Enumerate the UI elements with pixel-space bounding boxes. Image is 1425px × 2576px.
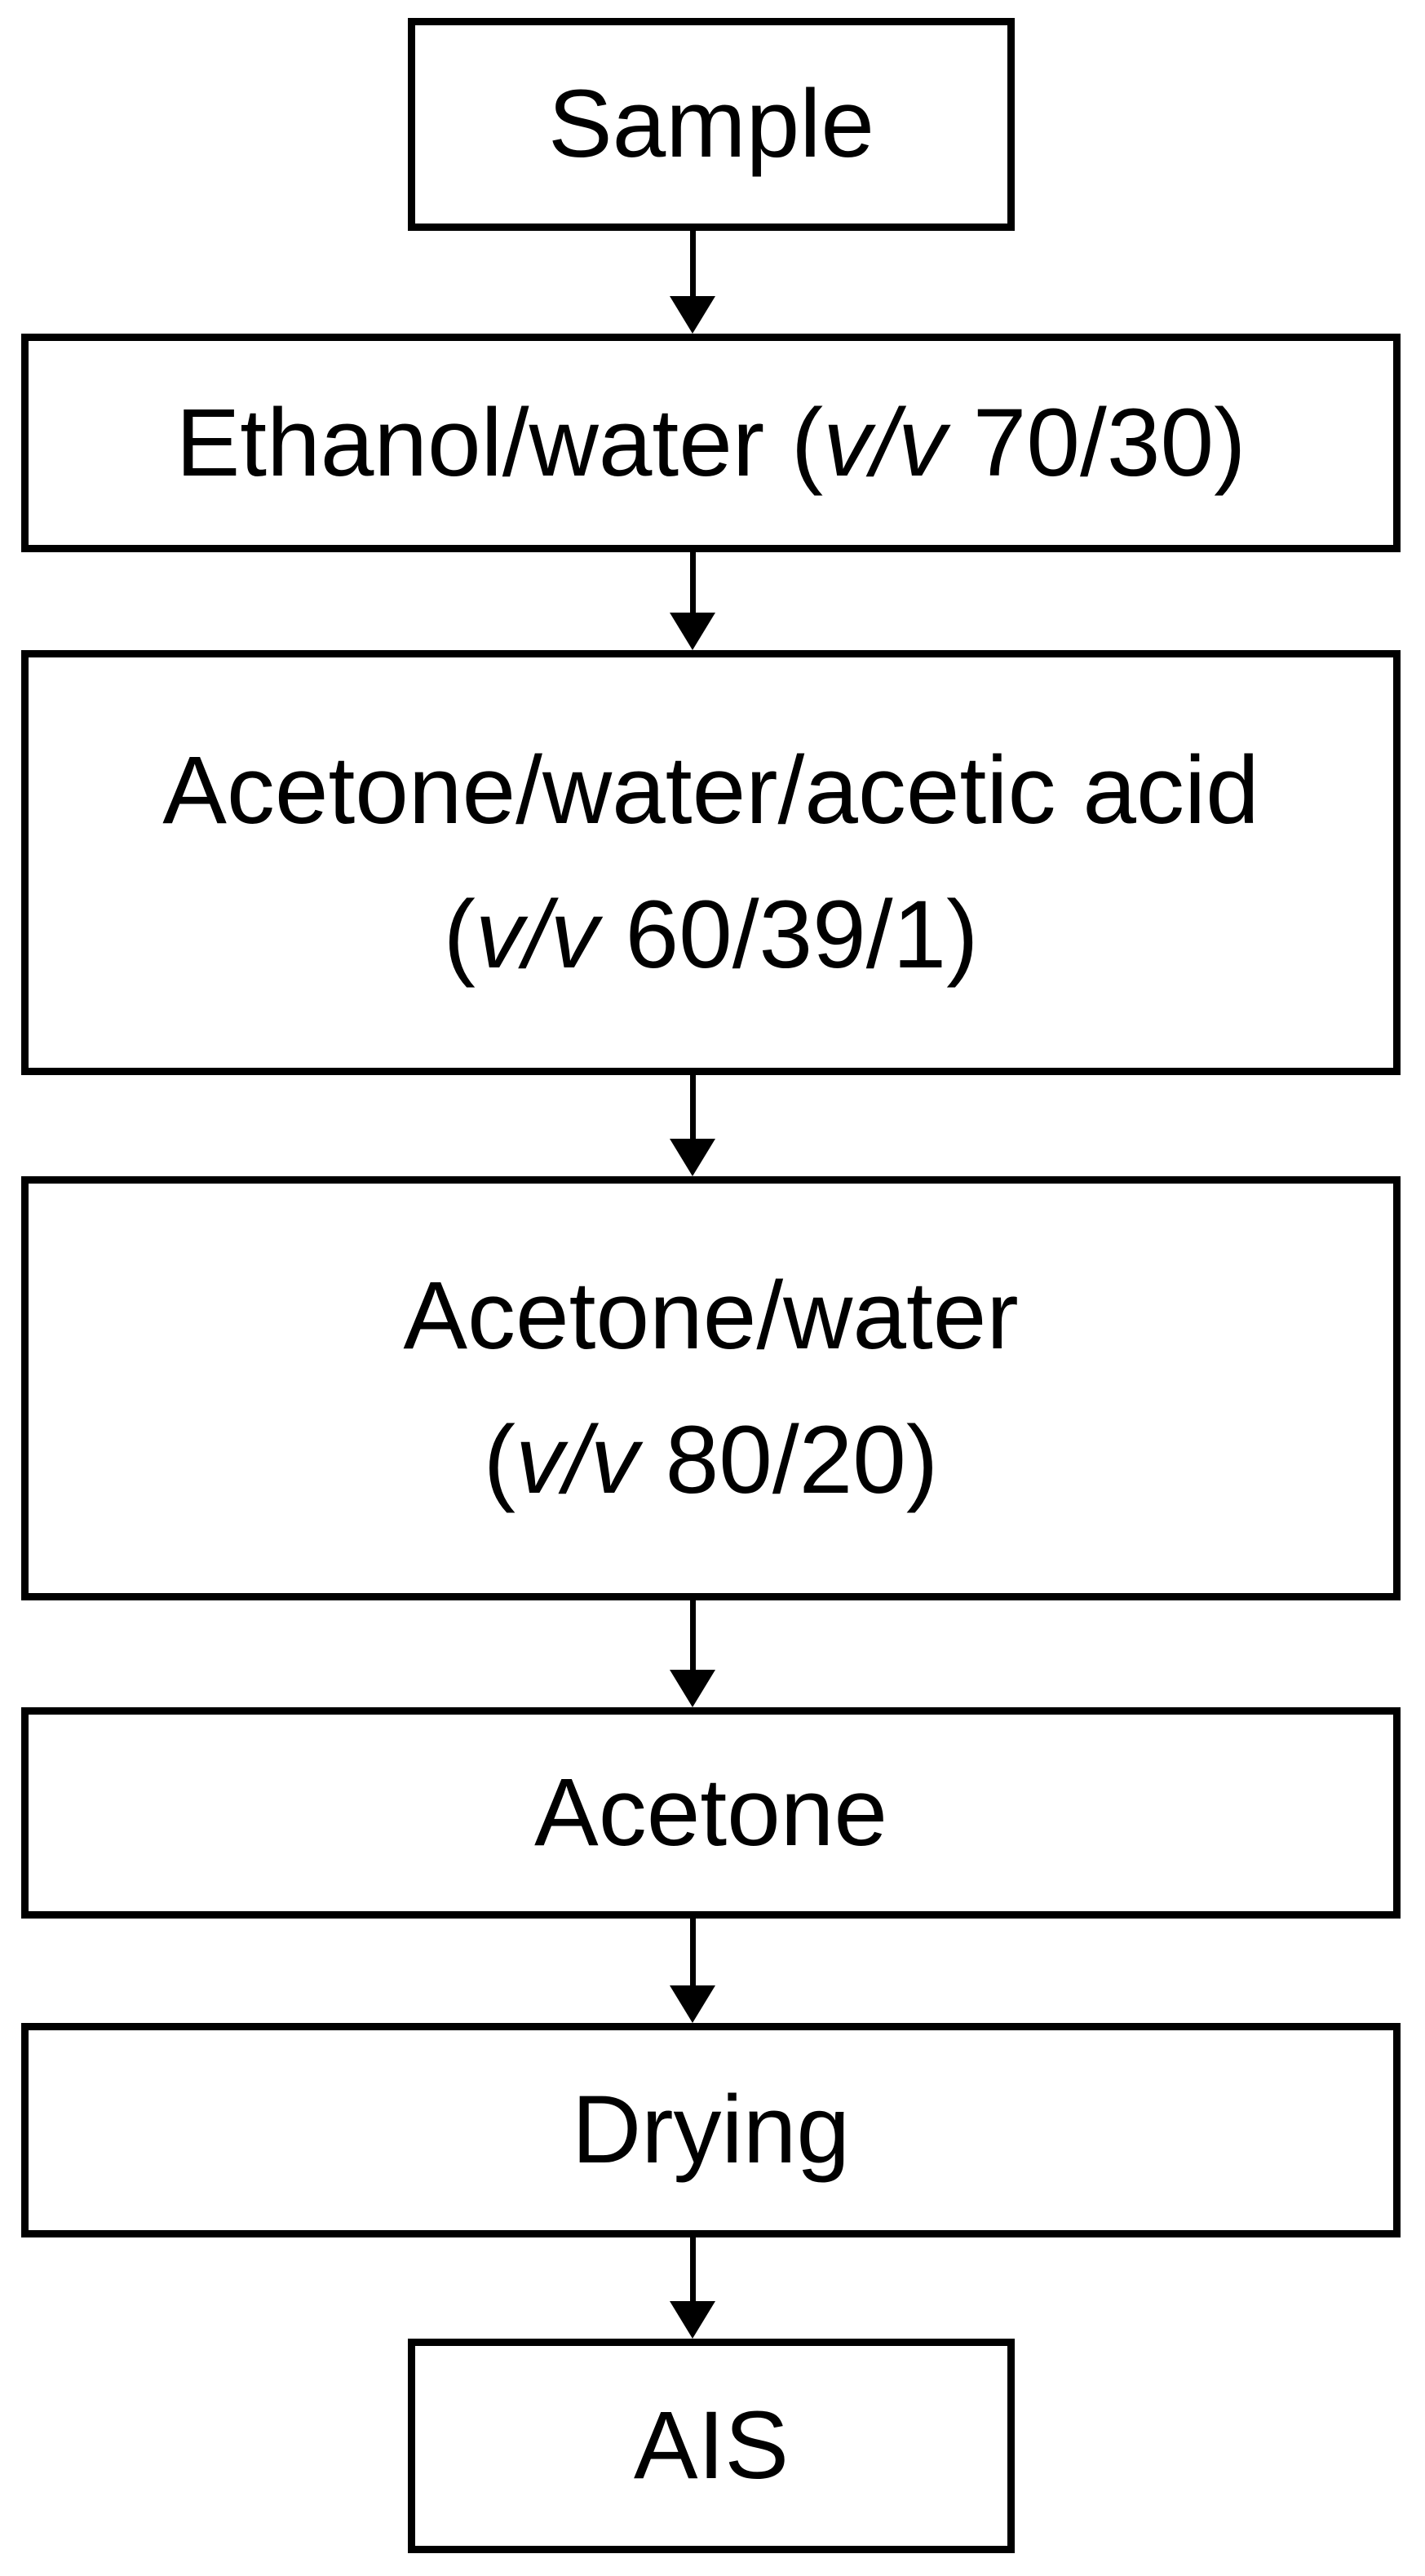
flow-box-ethanol-water: Ethanol/water (v/v 70/30) [21, 334, 1401, 552]
arrow-stem [690, 1600, 696, 1675]
box-label-line-2: (v/v 80/20) [484, 1388, 938, 1533]
flow-box-ais: AIS [408, 2339, 1015, 2553]
box-label-text: Drying [572, 2076, 850, 2184]
box-label-text: Acetone/water/acetic acid [162, 736, 1259, 844]
arrow-stem [690, 1919, 696, 1990]
box-label: Drying [572, 2058, 850, 2202]
box-label-text: Ethanol/water ( [175, 388, 824, 497]
box-label-text: Acetone [534, 1759, 887, 1866]
flow-arrow-2 [670, 552, 715, 650]
box-label-text: 70/30) [946, 388, 1246, 497]
flow-box-sample: Sample [408, 18, 1015, 231]
box-label-italic: v/v [475, 880, 599, 989]
flow-arrow-5 [670, 1919, 715, 2023]
box-label-text: ( [483, 1406, 516, 1514]
box-label-italic: v/v [823, 388, 947, 497]
arrow-down-icon [670, 1139, 715, 1176]
box-label: Sample [548, 52, 874, 197]
box-label-text: 80/20) [638, 1406, 939, 1514]
box-label-line-1: Acetone/water/acetic acid [162, 719, 1259, 863]
box-label: AIS [634, 2374, 789, 2518]
box-label-italic: v/v [516, 1406, 639, 1514]
box-label: Ethanol/water (v/v 70/30) [176, 371, 1246, 516]
flow-arrow-1 [670, 231, 715, 334]
flow-box-acetone-water-acetic-acid: Acetone/water/acetic acid (v/v 60/39/1) [21, 650, 1401, 1075]
arrow-down-icon [670, 1670, 715, 1707]
arrow-down-icon [670, 2301, 715, 2339]
arrow-down-icon [670, 613, 715, 650]
arrow-down-icon [670, 1985, 715, 2023]
box-label-text: 60/39/1) [598, 880, 979, 989]
box-label-text: AIS [633, 2392, 790, 2499]
arrow-stem [690, 1075, 696, 1144]
flow-arrow-3 [670, 1075, 715, 1176]
flow-box-drying: Drying [21, 2023, 1401, 2237]
box-label: Acetone [534, 1741, 887, 1885]
arrow-stem [690, 231, 696, 301]
flow-box-acetone: Acetone [21, 1707, 1401, 1919]
box-label-text: ( [443, 880, 476, 989]
box-label-line-2: (v/v 60/39/1) [444, 863, 979, 1007]
box-label-line-1: Acetone/water [403, 1244, 1018, 1388]
flow-arrow-4 [670, 1600, 715, 1707]
box-label-text: Sample [547, 70, 875, 178]
box-label-text: Acetone/water [403, 1262, 1019, 1370]
arrow-down-icon [670, 296, 715, 334]
flow-arrow-6 [670, 2237, 715, 2339]
arrow-stem [690, 2237, 696, 2306]
arrow-stem [690, 552, 696, 617]
flow-box-acetone-water: Acetone/water (v/v 80/20) [21, 1176, 1401, 1600]
